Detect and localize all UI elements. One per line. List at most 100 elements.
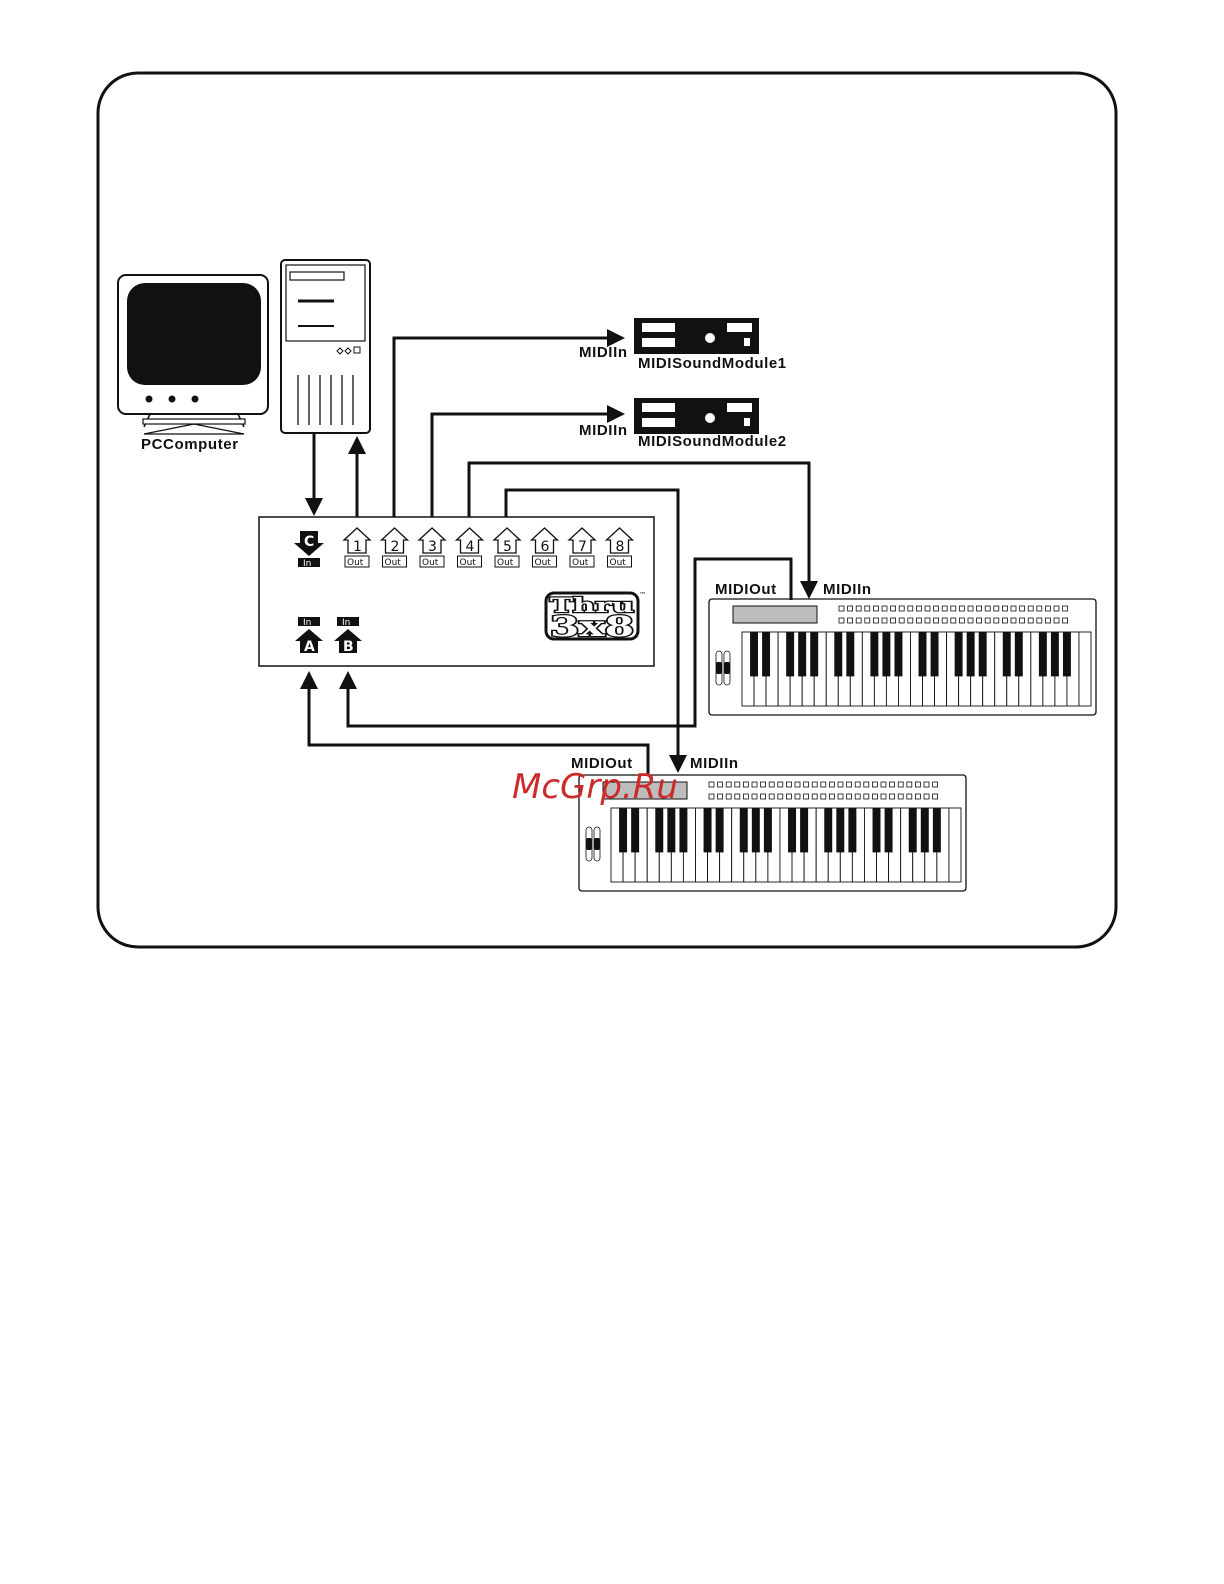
keyboard-display: [733, 606, 817, 623]
port-in-b-tag: In: [342, 618, 350, 628]
keyboard-button: [951, 606, 956, 611]
port-out-tag: Out: [460, 558, 477, 568]
port-out-tag: Out: [422, 558, 439, 568]
keyboard-button: [778, 794, 783, 799]
port-out-number: 7: [578, 539, 587, 555]
keyboard-button: [847, 782, 852, 787]
sound-module-1-midi-in-label: MIDIIn: [579, 344, 628, 361]
port-in-a-letter: A: [304, 639, 315, 655]
keyboard-button: [873, 606, 878, 611]
keyboard-button: [882, 606, 887, 611]
port-out-number: 1: [353, 539, 362, 555]
port-out-tag: Out: [385, 558, 402, 568]
keyboard-button: [977, 618, 982, 623]
keyboard-button: [838, 794, 843, 799]
logo-trademark: ™: [639, 591, 646, 599]
keyboard-button: [847, 794, 852, 799]
keyboard-button: [743, 794, 748, 799]
keyboard-button: [908, 618, 913, 623]
port-out-number: 8: [616, 539, 625, 555]
sound-module-2: MIDIIn MIDISoundModule2: [579, 398, 787, 450]
keyboard-button: [821, 782, 826, 787]
keyboard-button: [1045, 618, 1050, 623]
keyboard-button: [873, 618, 878, 623]
keyboard-button: [804, 782, 809, 787]
port-out-number: 2: [391, 539, 400, 555]
keyboard-button: [1011, 606, 1016, 611]
port-in-b-letter: B: [343, 639, 354, 655]
keyboard-button: [864, 782, 869, 787]
keyboard-button: [872, 782, 877, 787]
keyboard-button: [924, 782, 929, 787]
keyboard-button: [1054, 606, 1059, 611]
keyboard-button: [899, 606, 904, 611]
keyboard-button: [890, 794, 895, 799]
port-out-number: 5: [503, 539, 512, 555]
pc-computer-label: PCComputer: [141, 436, 239, 453]
keyboard-button: [761, 782, 766, 787]
keyboard-button: [977, 606, 982, 611]
port-in-c-tag: In: [303, 559, 311, 569]
sound-module-1-label: MIDISoundModule1: [638, 355, 787, 372]
port-out-number: 6: [541, 539, 550, 555]
port-in-c-letter: C: [304, 534, 314, 550]
keyboard-button: [743, 782, 748, 787]
logo-line-2: 3x8: [550, 610, 634, 643]
keyboard-button: [769, 782, 774, 787]
keyboard-button: [882, 618, 887, 623]
keyboard-button: [924, 794, 929, 799]
keyboard-button: [968, 618, 973, 623]
keyboard-button: [1063, 606, 1068, 611]
keyboard-button: [1028, 618, 1033, 623]
keyboard-button: [726, 794, 731, 799]
keyboard-button: [865, 618, 870, 623]
keyboard-button: [925, 606, 930, 611]
keyboard-button: [804, 794, 809, 799]
sound-module-2-midi-in-label: MIDIIn: [579, 422, 628, 439]
keyboard-button: [881, 794, 886, 799]
keyboard-button: [1002, 606, 1007, 611]
keyboard-button: [848, 618, 853, 623]
watermark-text: McGrp.Ru: [512, 767, 678, 807]
keyboard-button: [985, 606, 990, 611]
keyboard-button: [812, 782, 817, 787]
keyboard-button: [848, 606, 853, 611]
keyboard-button: [933, 794, 938, 799]
keyboard-button: [735, 782, 740, 787]
port-out-tag: Out: [497, 558, 514, 568]
keyboard-button: [891, 606, 896, 611]
keyboard-button: [933, 782, 938, 787]
keyboard-button: [856, 606, 861, 611]
keyboard-button: [959, 606, 964, 611]
keyboard-button: [1063, 618, 1068, 623]
keyboard-button: [855, 794, 860, 799]
keyboard-button: [915, 794, 920, 799]
keyboard-button: [726, 782, 731, 787]
keyboard-button: [907, 782, 912, 787]
tower-icon: [281, 260, 370, 433]
keyboard-button: [916, 606, 921, 611]
keyboard-button: [709, 782, 714, 787]
keyboard-button: [795, 794, 800, 799]
port-out-tag: Out: [535, 558, 552, 568]
port-out-tag: Out: [610, 558, 627, 568]
midi-keyboard-1: [709, 599, 1096, 715]
piano-keys: [742, 632, 1091, 706]
keyboard-button: [856, 618, 861, 623]
port-out-tag: Out: [347, 558, 364, 568]
keyboard-button: [934, 618, 939, 623]
keyboard-button: [865, 606, 870, 611]
keyboard-button: [908, 606, 913, 611]
sound-module-2-label: MIDISoundModule2: [638, 433, 787, 450]
thru-3x8-logo: Thru 3x8 ™: [546, 591, 646, 643]
keyboard-button: [1002, 618, 1007, 623]
keyboard-button: [959, 618, 964, 623]
port-out-number: 4: [466, 539, 475, 555]
port-out-tag: Out: [572, 558, 589, 568]
keyboard-button: [864, 794, 869, 799]
keyboard-button: [915, 782, 920, 787]
keyboard-button: [752, 782, 757, 787]
keyboard-button: [872, 794, 877, 799]
